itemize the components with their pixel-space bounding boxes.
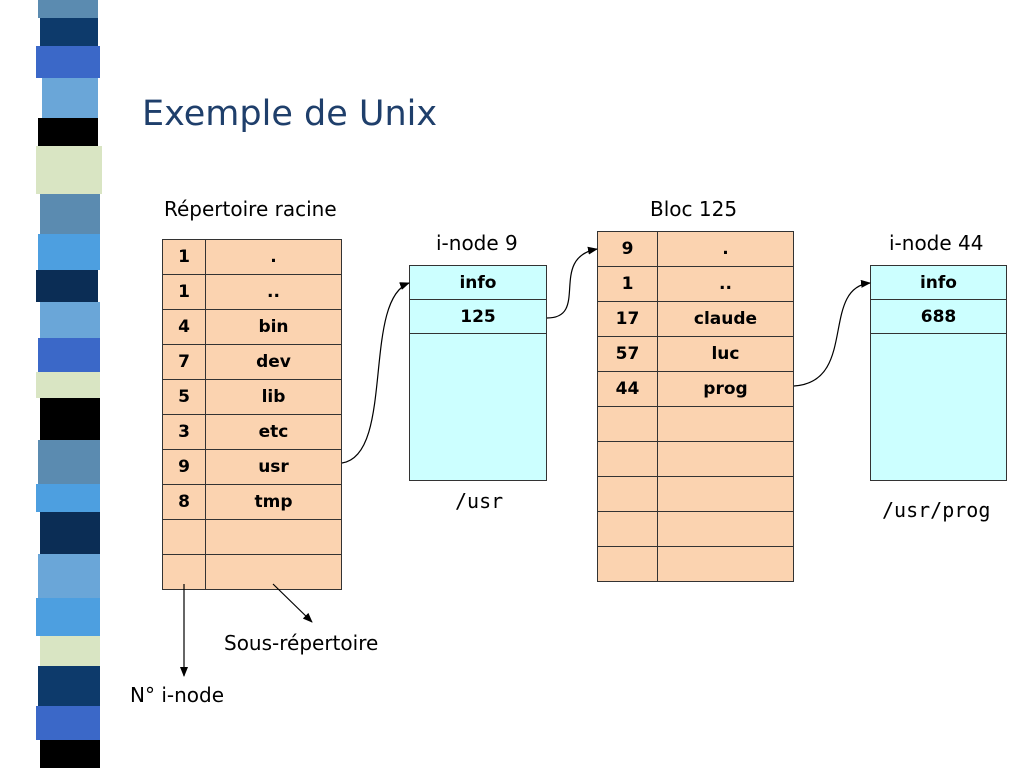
inode-number-cell: 44 <box>597 371 658 407</box>
stripe-block <box>38 118 98 146</box>
inode-number-cell: 7 <box>162 344 206 380</box>
inode-number-cell: 5 <box>162 379 206 415</box>
stripe-block <box>38 234 100 270</box>
stripe-block <box>36 46 100 78</box>
entry-name-cell: luc <box>657 336 794 372</box>
entry-name-cell: .. <box>657 266 794 302</box>
inode-9-label: i-node 9 <box>436 231 518 255</box>
stripe-block <box>38 338 100 372</box>
stripe-block <box>38 666 100 706</box>
stripe-block <box>36 706 100 740</box>
arrow-prog-to-inode44 <box>793 279 871 387</box>
stripe-block <box>36 270 98 302</box>
inode-cell: info <box>871 266 1006 300</box>
bloc-125-label: Bloc 125 <box>650 197 738 221</box>
root-directory-label: Répertoire racine <box>164 197 337 221</box>
decorative-stripe <box>0 0 125 768</box>
entry-name-cell: etc <box>205 414 342 450</box>
stripe-block <box>38 0 98 18</box>
stripe-block <box>40 302 100 338</box>
usr-path-label: /usr <box>455 489 504 513</box>
entry-name-cell <box>657 441 794 477</box>
inode-cell: info <box>410 266 546 300</box>
stripe-block <box>38 554 100 598</box>
inode-number-cell: 57 <box>597 336 658 372</box>
arrow-usr-to-inode9 <box>341 282 410 464</box>
inode-cell: 688 <box>871 300 1006 334</box>
entry-name-cell <box>657 511 794 547</box>
stripe-block <box>40 194 100 234</box>
stripe-block <box>40 398 100 440</box>
entry-name-cell: lib <box>205 379 342 415</box>
entry-name-cell: dev <box>205 344 342 380</box>
table-row <box>597 546 794 582</box>
inode-number-cell <box>162 519 206 555</box>
usr-prog-path-label: /usr/prog <box>882 498 991 522</box>
entry-name-cell: usr <box>205 449 342 485</box>
table-row <box>597 441 794 477</box>
stripe-block <box>38 440 100 484</box>
table-row: 1.. <box>597 266 794 302</box>
table-row <box>597 406 794 442</box>
table-row <box>597 511 794 547</box>
stripe-block <box>36 146 102 194</box>
n-inode-label: N° i-node <box>130 683 225 707</box>
stripe-block <box>36 598 100 636</box>
stripe-block <box>40 636 100 666</box>
table-row: 1. <box>162 239 342 275</box>
sous-repertoire-label: Sous-répertoire <box>224 631 379 655</box>
entry-name-cell: tmp <box>205 484 342 520</box>
table-row <box>162 519 342 555</box>
stripe-block <box>36 484 100 512</box>
inode-cell: 125 <box>410 300 546 334</box>
arrow-inode9-to-bloc125 <box>546 246 598 319</box>
stripe-block <box>36 372 100 398</box>
inode-number-cell <box>597 511 658 547</box>
arrow-to-sous-repertoire <box>272 583 313 623</box>
entry-name-cell: bin <box>205 309 342 345</box>
inode-number-cell <box>597 546 658 582</box>
page-title: Exemple de Unix <box>142 94 438 134</box>
stripe-block <box>42 78 98 118</box>
stripe-block <box>40 740 100 768</box>
inode-number-cell: 4 <box>162 309 206 345</box>
stripe-block <box>40 18 98 46</box>
entry-name-cell <box>657 546 794 582</box>
stripe-block <box>40 512 100 554</box>
inode-44-label: i-node 44 <box>889 231 984 255</box>
